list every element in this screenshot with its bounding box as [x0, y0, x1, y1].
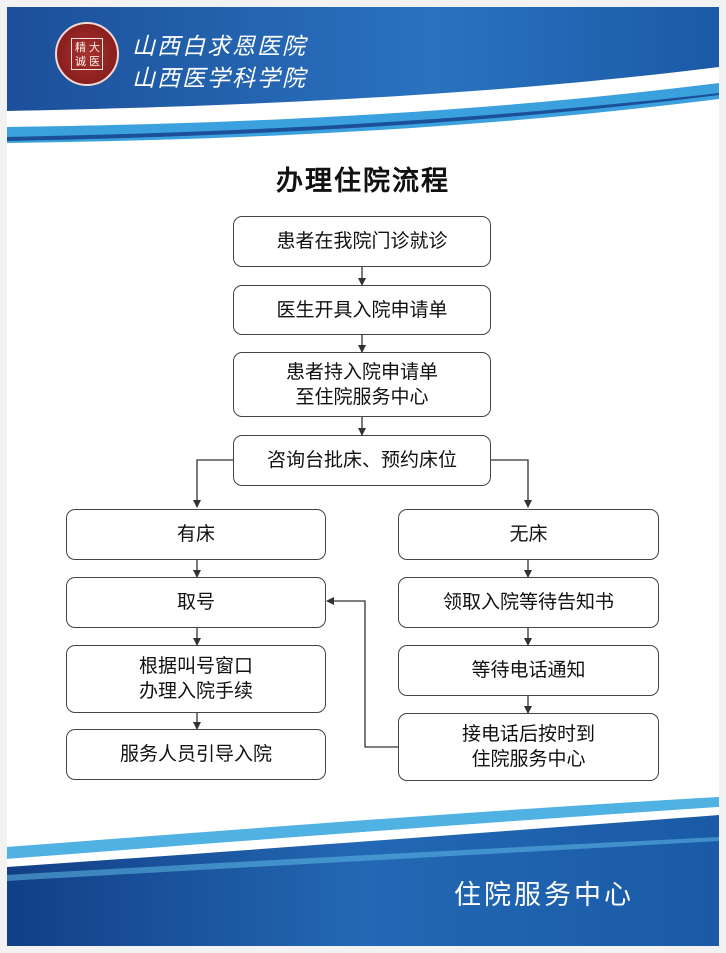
footer-band [7, 787, 719, 946]
step-window-procedure: 根据叫号窗口 办理入院手续 [66, 645, 326, 713]
seal-char: 诚 [75, 55, 86, 68]
seal-char: 精 [75, 41, 86, 54]
step-label: 等待电话通知 [471, 659, 586, 681]
step-label: 有床 [176, 523, 215, 545]
step-guided-admission: 服务人员引导入院 [66, 729, 326, 780]
step-label: 接电话后按时到 住院服务中心 [461, 723, 595, 770]
brand-name-hospital: 山西白求恩医院 [132, 34, 307, 60]
step-label: 无床 [509, 523, 548, 545]
step-label: 领取入院等待告知书 [442, 591, 614, 613]
hospital-seal-logo: 精 大 诚 医 [55, 22, 119, 86]
step-take-number: 取号 [66, 577, 326, 628]
arrow-to-no-bed [490, 459, 532, 508]
step-label: 取号 [176, 591, 215, 613]
step-waiting-notice: 领取入院等待告知书 [398, 577, 659, 628]
step-outpatient-visit: 患者在我院门诊就诊 [233, 216, 491, 267]
step-label: 患者在我院门诊就诊 [276, 230, 448, 252]
poster: 精 大 诚 医 山西白求恩医院 山西医学科学院 办理住院流程 [7, 7, 719, 946]
step-label: 服务人员引导入院 [119, 743, 272, 765]
seal-char: 医 [89, 55, 100, 68]
step-label: 咨询台批床、预约床位 [266, 449, 457, 471]
step-label: 患者持入院申请单 至住院服务中心 [285, 360, 438, 408]
footer-department: 住院服务中心 [454, 880, 634, 911]
step-bed-reservation: 咨询台批床、预约床位 [233, 435, 491, 486]
step-to-service-center: 患者持入院申请单 至住院服务中心 [233, 352, 491, 417]
page-title: 办理住院流程 [276, 166, 450, 197]
branch-has-bed: 有床 [66, 509, 326, 560]
step-arrive-on-time: 接电话后按时到 住院服务中心 [398, 713, 659, 781]
branch-no-bed: 无床 [398, 509, 659, 560]
seal-char: 大 [89, 41, 100, 54]
step-label: 根据叫号窗口 办理入院手续 [138, 655, 253, 702]
step-label: 医生开具入院申请单 [276, 298, 448, 321]
brand-name-academy: 山西医学科学院 [132, 66, 307, 92]
header-band [7, 7, 719, 157]
step-wait-phone: 等待电话通知 [398, 645, 659, 696]
step-admission-request: 医生开具入院申请单 [233, 285, 491, 335]
arrow-to-has-bed [193, 459, 234, 508]
arrow-arrive-to-take-number [326, 597, 398, 748]
